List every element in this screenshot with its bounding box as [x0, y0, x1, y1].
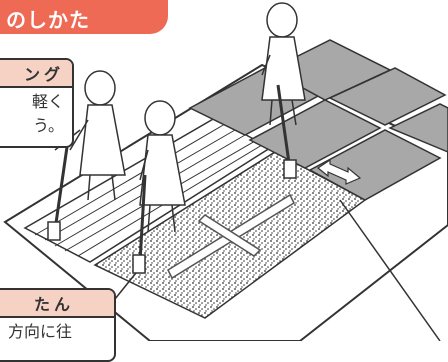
callout-text-line: う。 — [32, 116, 64, 135]
callout-wooden-floor: ング 軽く う。 — [0, 58, 74, 148]
person-middle — [132, 100, 186, 274]
callout-text-line: 軽く — [31, 92, 64, 111]
section-title: のしかた — [6, 8, 90, 32]
cleaning-illustration — [3, 2, 448, 341]
callout-text-line: 方向に往 — [8, 322, 73, 341]
callout-heading: たん — [0, 290, 114, 318]
carpet-arrows — [167, 193, 295, 280]
person-right — [261, 2, 306, 179]
callout-heading: ング — [0, 60, 72, 88]
tile-floor — [188, 39, 448, 201]
person-left — [47, 70, 126, 241]
tile-arrow — [316, 158, 362, 185]
section-title-tab: のしかた — [0, 0, 168, 34]
callout-carpet: たん 方向に往 — [0, 288, 116, 362]
